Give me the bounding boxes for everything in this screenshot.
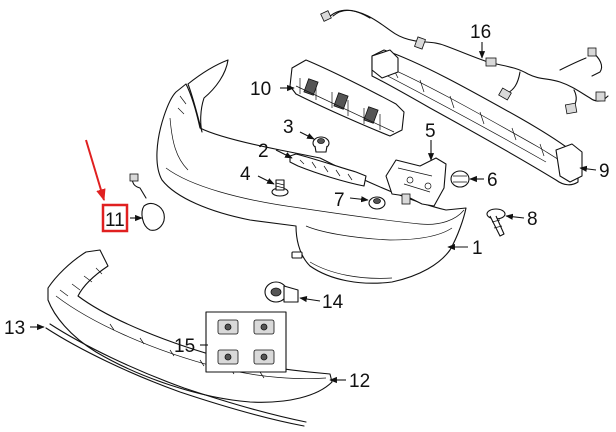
callout-7: 7: [334, 190, 345, 211]
clip-part-7: [368, 196, 386, 210]
highlight-arrow: [85, 139, 106, 202]
callout-8: 8: [527, 209, 538, 230]
leader-lines: [30, 42, 597, 384]
callout-2: 2: [258, 141, 269, 162]
stopper-part-6: [450, 170, 470, 188]
callout-13: 13: [4, 318, 25, 339]
callout-1: 1: [472, 238, 483, 259]
highlight-box: [101, 203, 129, 233]
molding-part-13: [45, 323, 307, 427]
callout-12: 12: [349, 371, 370, 392]
tow-hook-cover-part-11: [129, 173, 165, 231]
bolt-part-4: [271, 179, 289, 197]
callout-11: 11: [105, 210, 125, 231]
callout-4: 4: [240, 164, 251, 185]
callout-numbers: 1 2 3 4 5 6 7 8 9 10 11 12 13 14 15 16: [4, 22, 610, 392]
highlight-marker: [85, 139, 129, 233]
callout-9: 9: [599, 161, 610, 182]
parking-sensor-part-14: [264, 281, 299, 303]
bracket-part-5: [385, 157, 447, 207]
retainer-clips-part-15: [205, 311, 287, 373]
callout-3: 3: [283, 117, 294, 138]
callout-10: 10: [250, 79, 271, 100]
callout-6: 6: [487, 170, 498, 191]
reflector-part-2: [289, 153, 367, 187]
clip-part-3: [312, 136, 330, 153]
lower-valance-part-12: [47, 249, 333, 403]
reinforcement-beam-part-9: [371, 49, 583, 186]
wiring-harness-part-16: [320, 9, 609, 115]
callout-16: 16: [470, 22, 491, 43]
bumper-cover-part-1: [156, 59, 467, 284]
callout-5: 5: [425, 121, 436, 142]
screw-part-8: [486, 208, 506, 237]
callout-15: 15: [174, 336, 195, 357]
callout-14: 14: [322, 292, 344, 313]
